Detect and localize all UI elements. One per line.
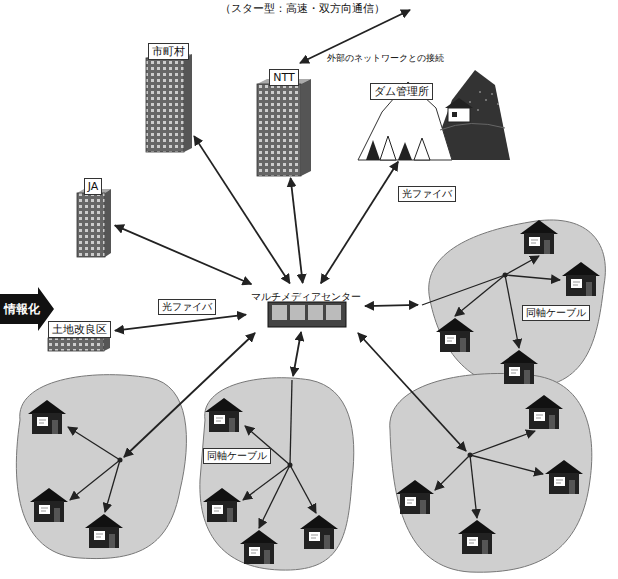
- fiber-arrow: [115, 225, 252, 284]
- banner-arrow: [0, 287, 54, 331]
- label-holder: 市町村: [143, 40, 193, 60]
- dam-node: ダム管理所: [355, 55, 510, 160]
- dam-scene: [358, 70, 510, 160]
- house-icon: [28, 220, 600, 564]
- diagram-title: （スター型：高速・双方向通信）: [220, 2, 385, 15]
- label-holder: マルチメディアセンター: [248, 285, 363, 304]
- cable-label: 光ファイバ: [398, 186, 456, 202]
- node-label: NTT: [269, 69, 298, 86]
- coax-hub: [118, 273, 508, 468]
- building-node: 土地改良区: [45, 318, 113, 352]
- label-holder: NTT: [255, 66, 313, 86]
- node-label: 市町村: [148, 43, 189, 60]
- node-label: 土地改良区: [48, 321, 111, 338]
- center-node: マルチメディアセンター: [248, 285, 363, 330]
- coax-line: [68, 256, 560, 528]
- fiber-arrow: [194, 136, 290, 283]
- cable-area-shape: [16, 220, 605, 572]
- node-label: ダム管理所: [370, 83, 433, 100]
- fiber-arrow: [124, 10, 466, 457]
- node-label: JA: [84, 178, 103, 195]
- fiber-arrow: [291, 178, 303, 283]
- fiber-arrow: [293, 332, 301, 376]
- building-node: 市町村: [143, 40, 193, 152]
- cable-area: 同軸ケーブル: [420, 215, 608, 390]
- node-label: 同軸ケーブル: [522, 305, 590, 321]
- external-link-note: 外部のネットワークとの接続: [325, 53, 446, 64]
- cable-label: 光ファイバ: [158, 299, 216, 315]
- fiber-arrow: [115, 315, 246, 331]
- building-node: JA: [73, 175, 113, 257]
- banner-text: 情報化: [4, 302, 40, 316]
- cable-area: 同軸ケーブル: [195, 378, 355, 573]
- label-holder: 土地改良区: [45, 318, 113, 338]
- fiber-arrow: [365, 305, 418, 306]
- node-label: 同軸ケーブル: [203, 448, 271, 464]
- building-node: NTT: [255, 66, 313, 176]
- node-label: マルチメディアセンター: [251, 291, 361, 303]
- label-holder: JA: [73, 175, 113, 195]
- fiber-arrow: [321, 162, 398, 284]
- server-rack: [268, 302, 346, 327]
